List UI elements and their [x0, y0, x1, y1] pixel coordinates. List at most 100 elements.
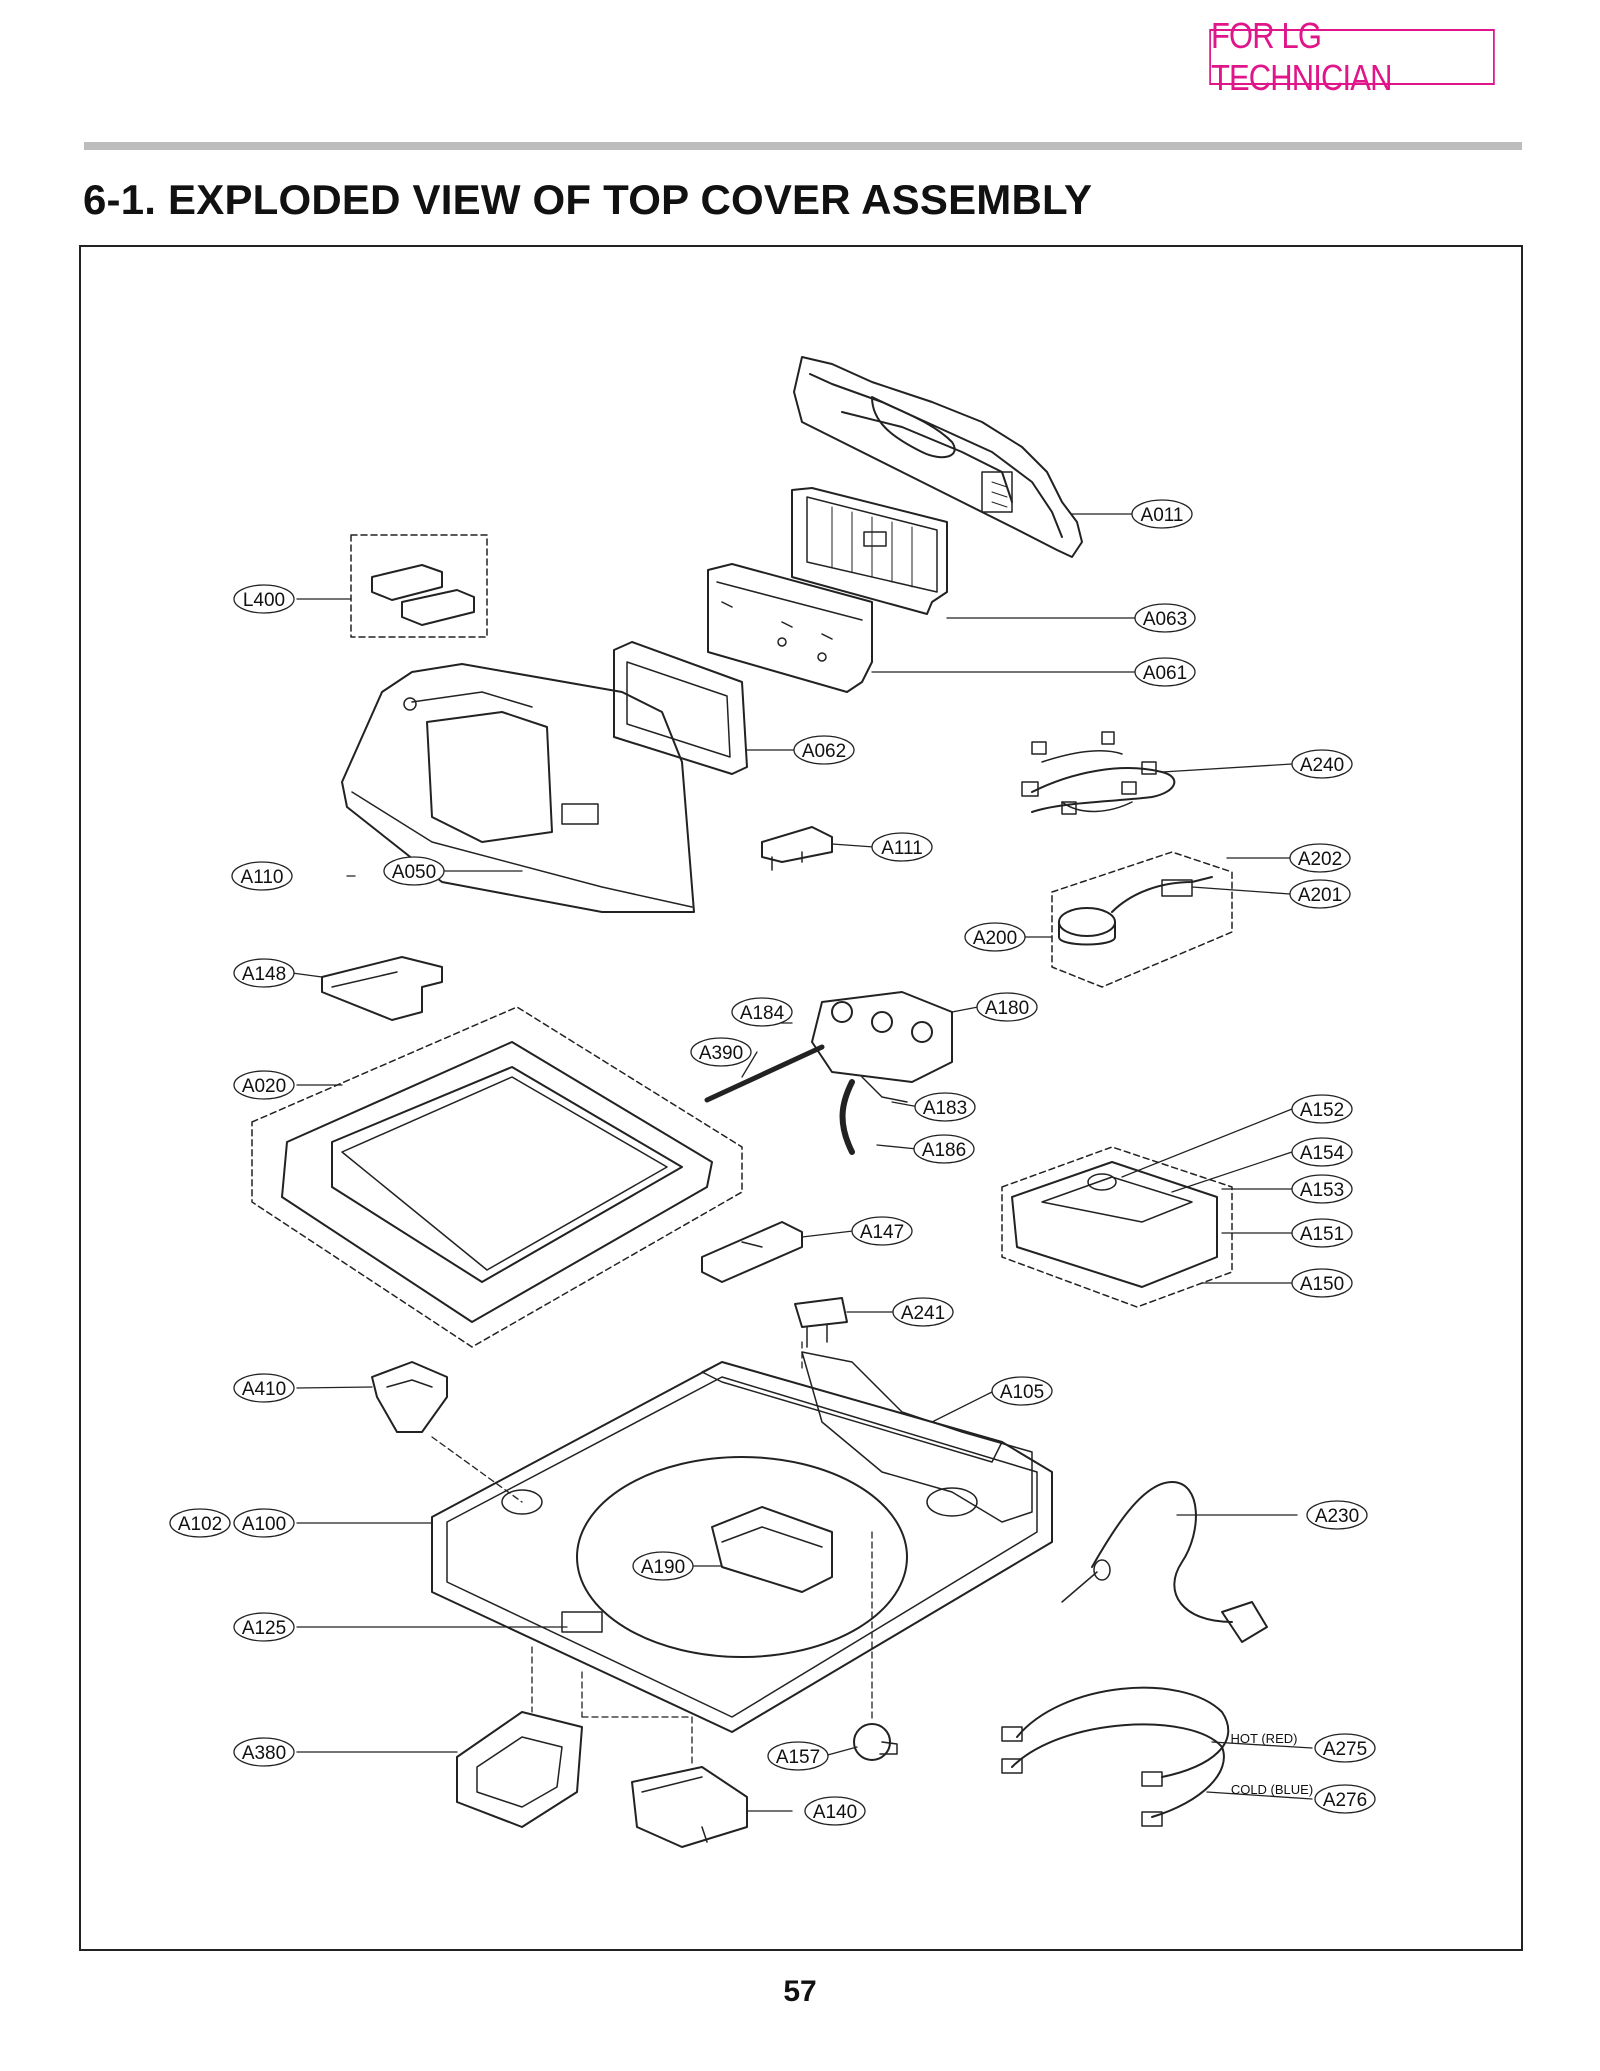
svg-text:A153: A153	[1300, 1180, 1344, 1201]
label-a063: A063	[1134, 603, 1196, 633]
inlet-valve-drawing	[811, 991, 953, 1155]
page-number: 57	[783, 1975, 817, 2008]
label-a380: A380	[233, 1737, 295, 1767]
technician-badge: FOR LG TECHNICIAN	[1209, 15, 1495, 98]
label-a184: A184	[731, 997, 793, 1027]
svg-text:A183: A183	[923, 1098, 967, 1119]
label-a410: A410	[233, 1373, 295, 1403]
svg-text:A050: A050	[392, 862, 436, 883]
label-a062: A062	[793, 735, 855, 765]
a157-knob-drawing	[853, 1723, 898, 1761]
label-a020: A020	[233, 1070, 295, 1100]
a390-rod-drawing	[704, 1044, 825, 1103]
svg-text:A147: A147	[860, 1222, 904, 1243]
exploded-view-frame: A011 A063 L400 A061 A062 A240 A111 A202 …	[79, 245, 1523, 1951]
label-a050: A050	[383, 856, 445, 886]
svg-text:A020: A020	[242, 1076, 286, 1097]
svg-text:A105: A105	[1000, 1382, 1044, 1403]
svg-text:A241: A241	[901, 1303, 945, 1324]
label-a100: A100	[233, 1508, 295, 1538]
label-a151: A151	[1291, 1218, 1353, 1248]
label-a147: A147	[851, 1216, 913, 1246]
label-a150: A150	[1291, 1268, 1353, 1298]
a140-part-drawing	[631, 1766, 748, 1848]
leader-lines	[291, 513, 1313, 1812]
svg-text:A276: A276	[1323, 1790, 1367, 1811]
svg-text:A154: A154	[1300, 1143, 1345, 1164]
svg-text:A410: A410	[242, 1379, 286, 1400]
svg-text:A063: A063	[1143, 609, 1187, 630]
label-a111: A111	[871, 832, 933, 862]
svg-text:L400: L400	[243, 590, 285, 611]
label-a061: A061	[1134, 657, 1196, 687]
svg-text:A125: A125	[242, 1618, 286, 1639]
label-a183: A183	[914, 1092, 976, 1122]
label-a140: A140	[804, 1796, 866, 1826]
label-a276: A276	[1314, 1784, 1376, 1814]
svg-text:A140: A140	[813, 1802, 857, 1823]
a147-bracket-drawing	[701, 1221, 803, 1283]
label-a202: A202	[1289, 843, 1351, 873]
label-a157: A157	[767, 1741, 829, 1771]
label-a102: A102	[169, 1508, 231, 1538]
svg-text:A110: A110	[241, 867, 284, 888]
pcb-case-drawing	[791, 487, 948, 615]
a190-part-drawing	[711, 1506, 833, 1593]
lid-drawing	[251, 1006, 743, 1348]
label-a241: A241	[892, 1297, 954, 1327]
power-cord-drawing	[1061, 1481, 1268, 1643]
svg-text:A201: A201	[1298, 885, 1342, 906]
svg-text:A184: A184	[740, 1003, 785, 1024]
back-panel-drawing	[793, 356, 1083, 558]
top-cover-frame-drawing	[431, 1351, 1053, 1733]
svg-text:A180: A180	[985, 998, 1029, 1019]
display-pcb-drawing	[613, 641, 748, 775]
a148-bracket-drawing	[321, 956, 443, 1021]
a111-part-drawing	[761, 826, 833, 871]
a241-part-drawing	[794, 1297, 848, 1348]
svg-text:A230: A230	[1315, 1506, 1359, 1527]
label-a180: A180	[976, 992, 1038, 1022]
svg-text:A061: A061	[1143, 663, 1187, 684]
svg-text:A150: A150	[1300, 1274, 1344, 1295]
main-pcb-drawing	[707, 563, 873, 693]
label-a201: A201	[1289, 879, 1351, 909]
control-panel-drawing	[341, 663, 695, 913]
svg-text:A152: A152	[1300, 1100, 1344, 1121]
a410-funnel-drawing	[371, 1361, 448, 1433]
label-a154: A154	[1291, 1137, 1353, 1167]
label-a275: A275	[1314, 1733, 1376, 1763]
svg-text:A200: A200	[973, 928, 1017, 949]
svg-text:A011: A011	[1141, 505, 1184, 526]
svg-text:A380: A380	[242, 1743, 286, 1764]
wiring-harness-drawing	[1021, 731, 1176, 815]
header-rule	[84, 142, 1522, 150]
svg-text:A151: A151	[1300, 1224, 1344, 1245]
label-a125: A125	[233, 1612, 295, 1642]
svg-text:A157: A157	[776, 1747, 820, 1768]
label-a200: A200	[964, 922, 1026, 952]
inlet-hoses-drawing	[1001, 1686, 1230, 1827]
label-a011: A011	[1131, 499, 1193, 529]
svg-text:A100: A100	[242, 1514, 286, 1535]
svg-text:A390: A390	[699, 1043, 743, 1064]
label-a240: A240	[1291, 749, 1353, 779]
dispenser-drawer-drawing	[1001, 1146, 1233, 1308]
label-a153: A153	[1291, 1174, 1353, 1204]
l400-parts-drawing	[350, 534, 488, 638]
svg-text:A275: A275	[1323, 1739, 1367, 1760]
label-a190: A190	[632, 1551, 694, 1581]
svg-text:A240: A240	[1300, 755, 1344, 776]
svg-text:A102: A102	[178, 1514, 222, 1535]
pressure-switch-drawing	[1051, 851, 1233, 988]
svg-text:A148: A148	[242, 964, 286, 985]
svg-text:A111: A111	[881, 838, 923, 859]
label-a152: A152	[1291, 1094, 1353, 1124]
page-title: 6-1. EXPLODED VIEW OF TOP COVER ASSEMBLY	[83, 176, 1093, 223]
label-a186: A186	[913, 1134, 975, 1164]
svg-text:A186: A186	[922, 1140, 966, 1161]
label-a110: A110	[231, 861, 293, 891]
label-a230: A230	[1306, 1500, 1368, 1530]
a380-pump-drawing	[456, 1711, 583, 1828]
svg-text:A190: A190	[641, 1557, 685, 1578]
